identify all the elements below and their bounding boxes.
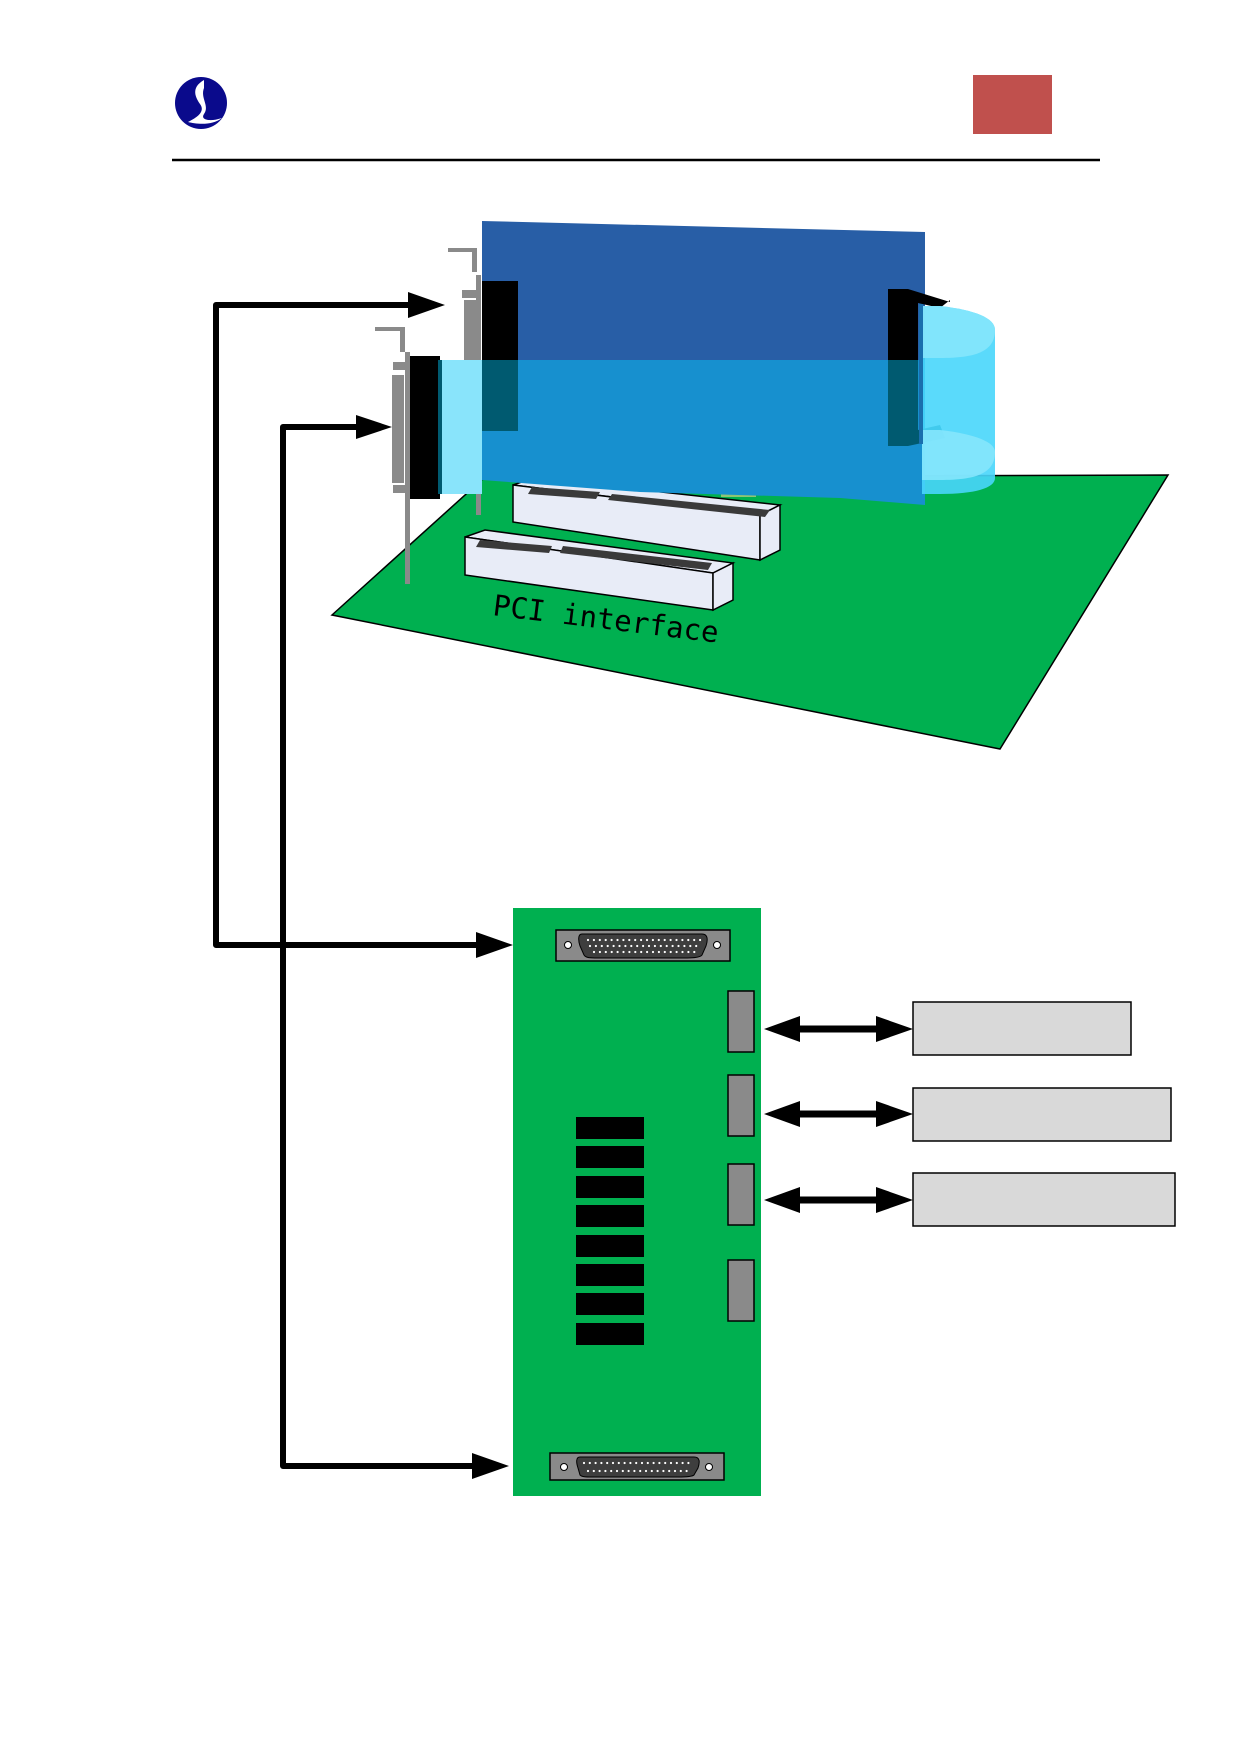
relay: [576, 1146, 644, 1168]
relay: [576, 1117, 644, 1139]
device-box-2: [912, 1087, 1172, 1142]
double-arrow-1: [764, 1016, 913, 1042]
device-box-3: [912, 1172, 1176, 1227]
side-connector[interactable]: [727, 1074, 755, 1137]
side-connector[interactable]: [727, 1259, 755, 1322]
relay: [576, 1293, 644, 1315]
card-connector-front: [410, 356, 440, 499]
cable-arrow-bottom: [280, 415, 509, 1479]
relay: [576, 1323, 644, 1345]
side-connectors: [727, 990, 755, 1322]
header-badge: [973, 75, 1052, 134]
pci-card-bottom: [482, 360, 925, 505]
relay: [576, 1205, 644, 1227]
connector-edge: [438, 360, 442, 494]
double-arrow-2: [764, 1101, 913, 1127]
card-connector-back-shade: [482, 360, 518, 431]
db-connector-top[interactable]: [555, 929, 731, 962]
card-bracket-front: [375, 327, 410, 584]
relay-bank: [576, 1117, 644, 1345]
company-logo: [175, 77, 227, 129]
side-connector[interactable]: [727, 990, 755, 1053]
front-cable-overlay: [438, 360, 482, 494]
double-arrow-3: [764, 1187, 913, 1213]
ribbon-cable: [919, 304, 995, 494]
device-box-1: [912, 1001, 1132, 1056]
pci-card-top: [482, 221, 925, 360]
cable-arrow-top: [213, 292, 513, 958]
relay: [576, 1264, 644, 1286]
pci-slot-2: [464, 529, 736, 612]
side-connector[interactable]: [727, 1163, 755, 1226]
terminal-board: [513, 908, 761, 1496]
relay: [576, 1176, 644, 1198]
relay: [576, 1235, 644, 1257]
db-connector-bottom[interactable]: [549, 1452, 725, 1481]
ribbon-connector-bottom: [888, 360, 945, 446]
